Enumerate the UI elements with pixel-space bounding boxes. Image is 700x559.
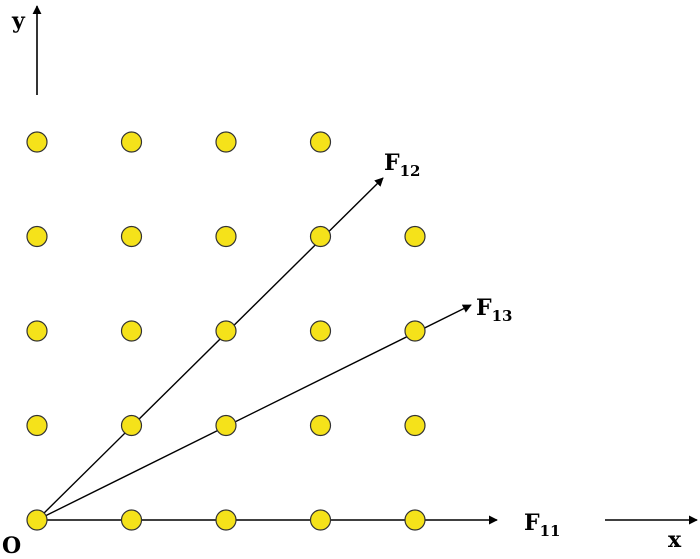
- lattice-dot: [215, 509, 237, 531]
- lattice-dot: [404, 509, 426, 531]
- lattice-dot: [404, 320, 426, 342]
- y-axis-label: y: [11, 8, 26, 34]
- lattice-dot: [26, 225, 48, 248]
- lattice-dot: [120, 320, 143, 342]
- lattice-dot: [215, 414, 237, 437]
- lattice-dot: [404, 414, 426, 437]
- vector-arrow-f12: [36, 177, 384, 521]
- lattice-dot: [215, 131, 237, 153]
- lattice-dot: [26, 509, 48, 531]
- lattice-dot: [309, 225, 332, 248]
- vector-label-f11: F11: [524, 510, 561, 540]
- origin-label: O: [2, 533, 21, 559]
- vector-arrow-f13: [36, 304, 472, 521]
- vector-label-f12: F12: [384, 150, 421, 180]
- lattice-dot: [215, 225, 237, 248]
- lattice-dot: [26, 320, 48, 342]
- lattice-dot: [120, 131, 143, 153]
- lattice-dot: [120, 509, 143, 531]
- vector-layer: [36, 177, 498, 525]
- lattice-dot: [215, 320, 237, 342]
- lattice-dot: [120, 414, 143, 437]
- lattice-dots: [26, 131, 426, 531]
- lattice-dot: [404, 225, 426, 248]
- lattice-dot: [26, 131, 48, 153]
- vector-label-f13: F13: [476, 295, 513, 325]
- lattice-dot: [309, 131, 332, 153]
- lattice-dot: [309, 320, 332, 342]
- x-axis-label: x: [668, 527, 682, 553]
- lattice-dot: [309, 414, 332, 437]
- lattice-dot: [309, 509, 332, 531]
- lattice-dot: [120, 225, 143, 248]
- lattice-dot: [26, 414, 48, 437]
